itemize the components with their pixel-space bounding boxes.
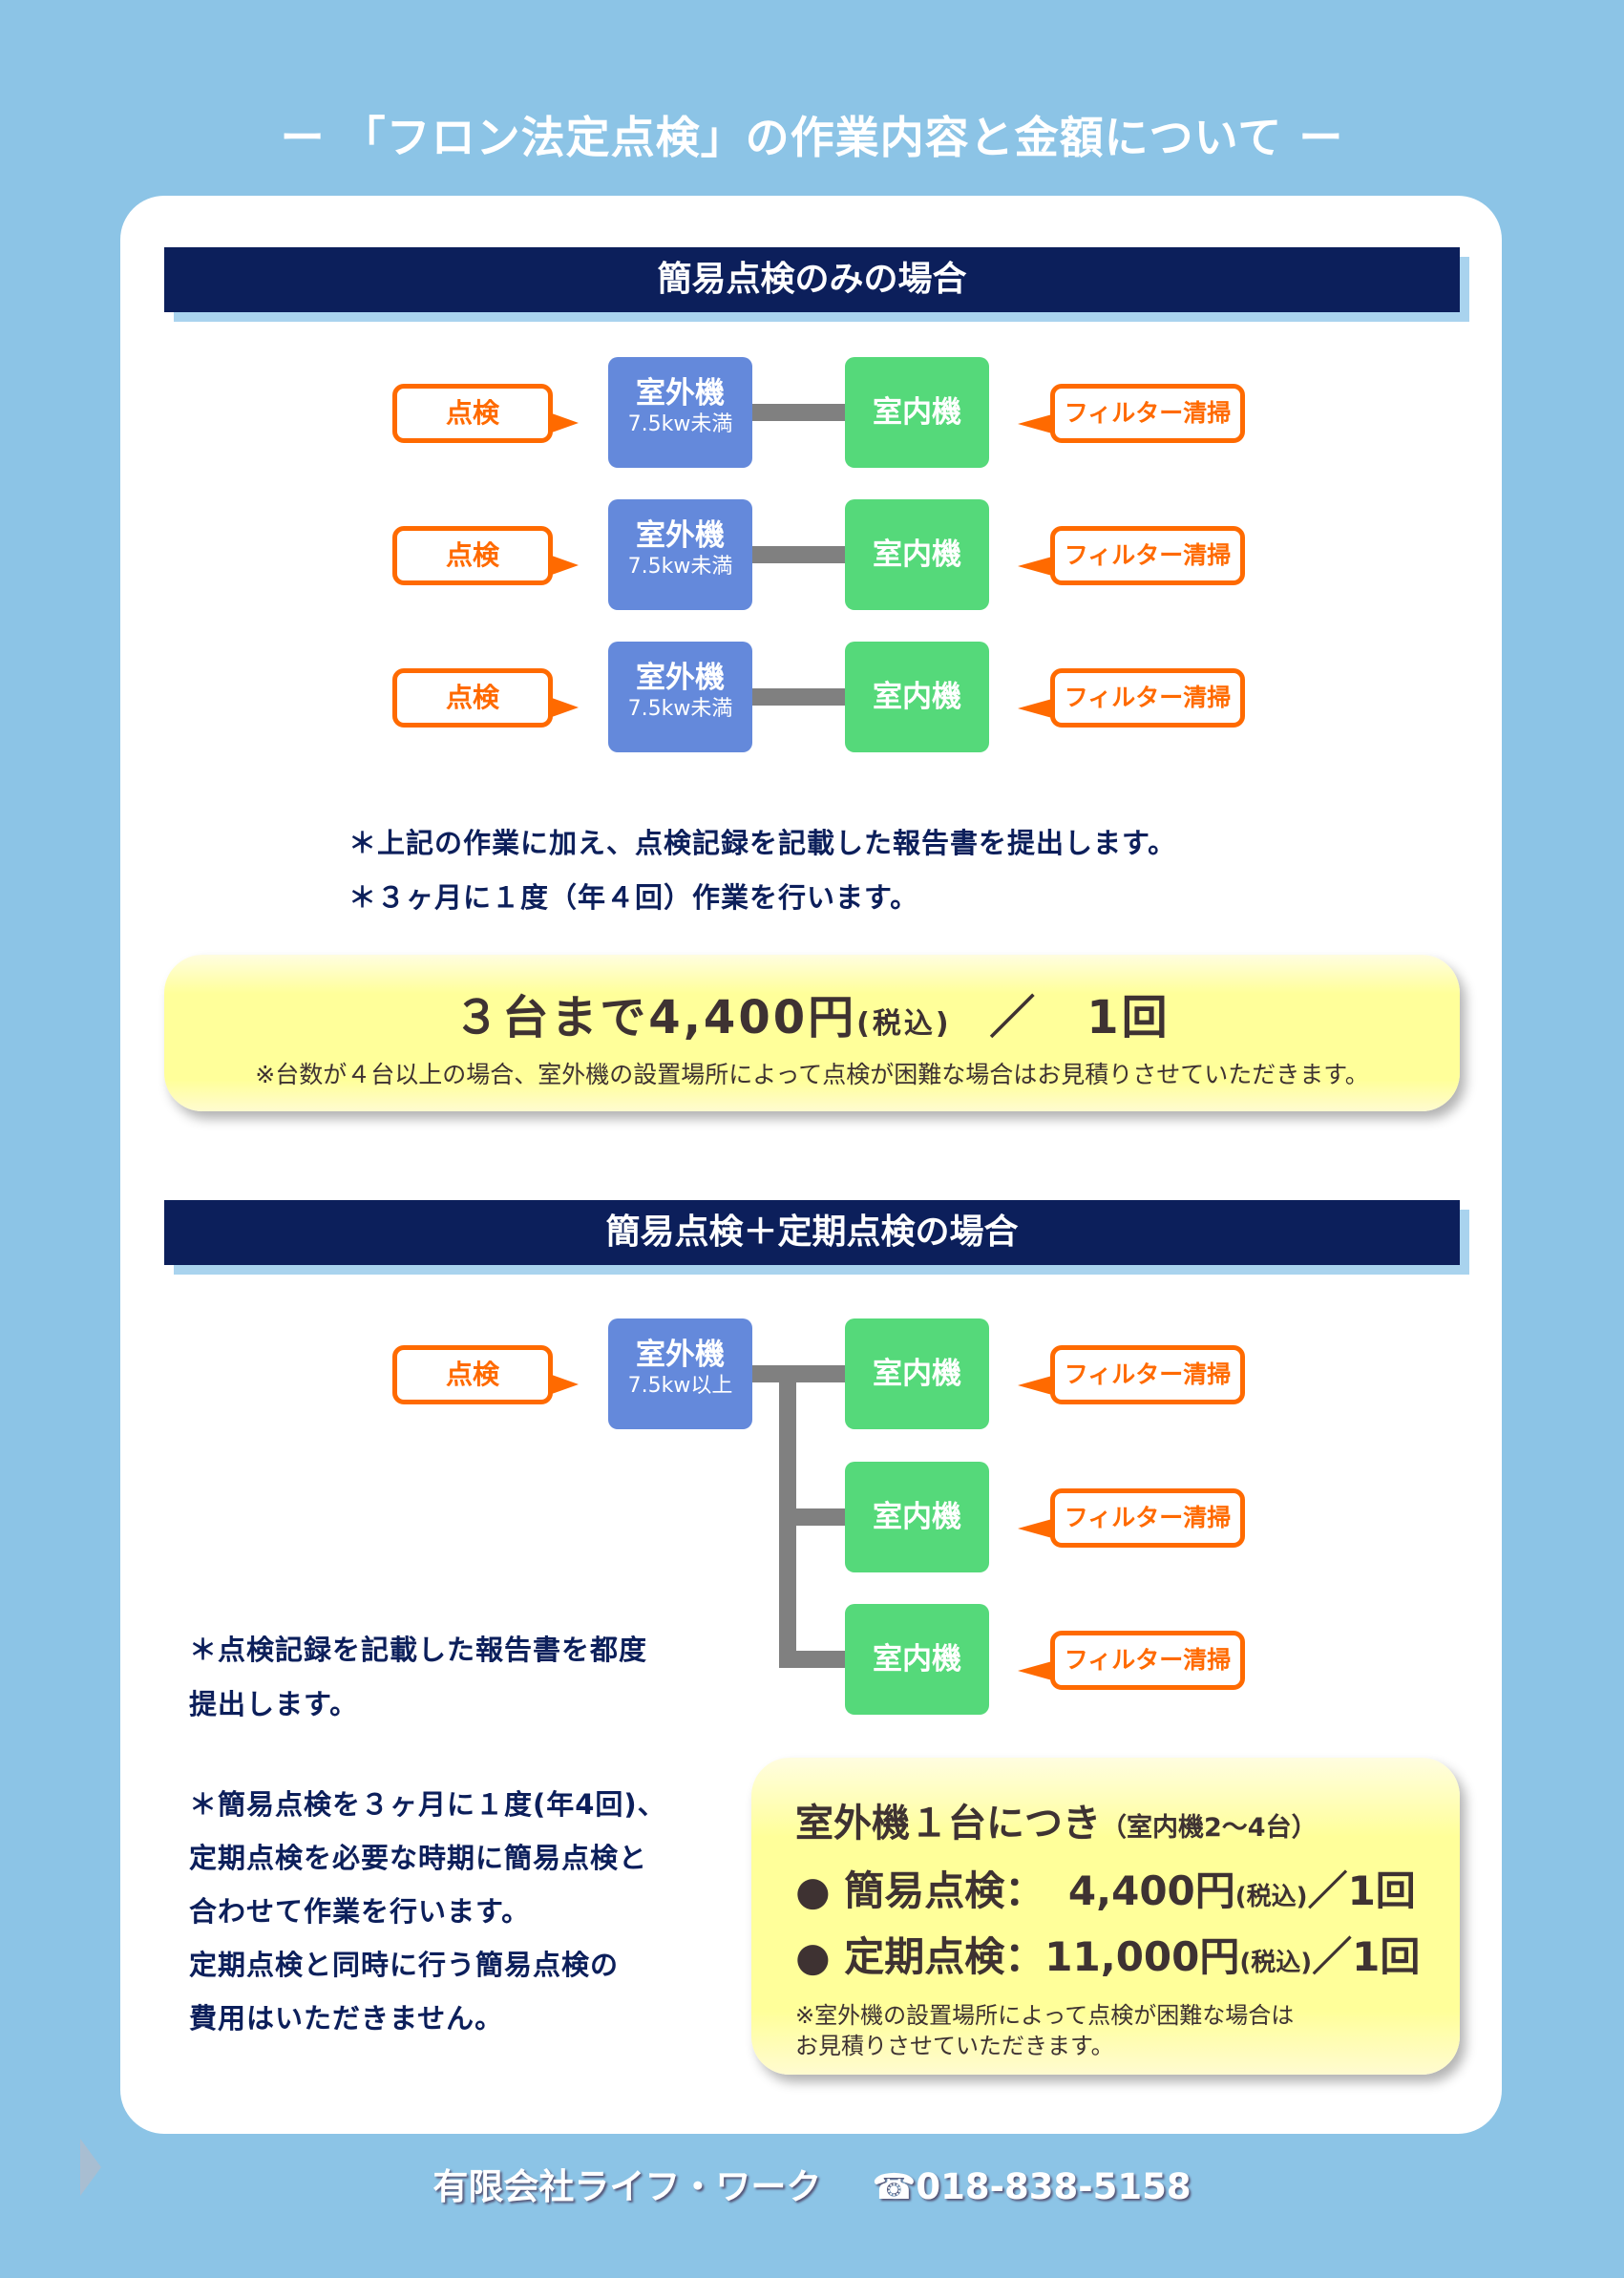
- note-line: 費用はいただきません。: [189, 2002, 504, 2035]
- callout-tail: [1018, 1376, 1052, 1395]
- phone-number: 018-838-5158: [916, 2166, 1192, 2207]
- filter-cleaning-callout: フィルター清掃: [1050, 384, 1245, 443]
- price-per: ／ 1回: [989, 991, 1171, 1044]
- filter-cleaning-callout: フィルター清掃: [1050, 526, 1245, 585]
- outdoor-unit-spec: 7.5kw未満: [627, 555, 733, 579]
- pipe: [752, 1365, 845, 1382]
- outdoor-unit-box: 室外機 7.5kw以上: [608, 1318, 752, 1429]
- section2-note2: ＊簡易点検を３ヶ月に１度(年4回)、 定期点検を必要な時期に簡易点検と 合わせて…: [189, 1778, 666, 2045]
- price-tax: (税込): [1239, 1949, 1313, 1977]
- callout-tail: [1018, 1519, 1052, 1538]
- callout-tail: [1018, 1661, 1052, 1680]
- price-amount: 11,000円: [1044, 1933, 1240, 1980]
- price-heading: 室外機１台につき: [795, 1802, 1101, 1846]
- price-tax: (税込): [1234, 1883, 1308, 1911]
- note-line: 定期点検を必要な時期に簡易点検と: [189, 1842, 648, 1874]
- section2-note1: ＊点検記録を記載した報告書を都度 提出します。: [189, 1623, 647, 1732]
- indoor-unit-box: 室内機: [845, 1318, 989, 1429]
- company-name: 有限会社ライフ・ワーク: [432, 2166, 822, 2207]
- note-line: ＊点検記録を記載した報告書を都度: [189, 1634, 648, 1666]
- pipe: [752, 688, 845, 706]
- price-tax: (税込): [856, 1007, 952, 1041]
- inspection-callout: 点検: [392, 526, 553, 585]
- outdoor-unit-label: 室外機: [636, 1338, 725, 1372]
- outdoor-unit-label: 室外機: [636, 518, 725, 553]
- price-note: お見積りさせていただきます。: [795, 2033, 1114, 2059]
- price-per: ／1回: [1312, 1933, 1421, 1980]
- note-line: ＊簡易点検を３ヶ月に１度(年4回)、: [189, 1788, 666, 1821]
- price-amount: 4,400円: [1067, 1867, 1235, 1914]
- pipe: [752, 546, 845, 563]
- price-per: ／1回: [1307, 1867, 1416, 1914]
- pipe: [779, 1508, 845, 1526]
- price-label: 簡易点検：: [844, 1867, 1045, 1914]
- bullet-icon: ●: [795, 1933, 831, 1980]
- section2-price-box: 室外機１台につき（室内機2～4台） ● 簡易点検： 4,400円(税込)／1回 …: [751, 1758, 1460, 2075]
- page-title: ー 「フロン法定点検」の作業内容と金額について ー: [280, 112, 1344, 163]
- filter-cleaning-callout: フィルター清掃: [1050, 668, 1245, 728]
- price-note: ※台数が４台以上の場合、室外機の設置場所によって点検が困難な場合はお見積りさせて…: [255, 1061, 1369, 1088]
- price-note: ※室外機の設置場所によって点検が困難な場合は: [795, 2002, 1295, 2029]
- callout-tail: [552, 698, 579, 717]
- indoor-unit-box: 室内機: [845, 499, 989, 610]
- section1-note: ＊上記の作業に加え、点検記録を記載した報告書を提出します。: [348, 827, 1177, 859]
- inspection-callout: 点検: [392, 668, 553, 728]
- pipe: [779, 1651, 845, 1668]
- footer: 有限会社ライフ・ワーク ☎018-838-5158: [0, 2158, 1624, 2209]
- outdoor-unit-label: 室外機: [636, 661, 725, 695]
- callout-tail: [1018, 557, 1052, 576]
- note-line: 定期点検と同時に行う簡易点検の: [189, 1949, 620, 1981]
- note-line: 提出します。: [189, 1688, 359, 1720]
- note-line: 合わせて作業を行います。: [189, 1895, 531, 1928]
- indoor-unit-box: 室内機: [845, 1604, 989, 1715]
- bullet-icon: ●: [795, 1867, 831, 1914]
- price-heading-sub: （室内機2～4台）: [1101, 1813, 1318, 1843]
- callout-tail: [552, 413, 579, 432]
- outdoor-unit-label: 室外機: [636, 376, 725, 411]
- inspection-callout: 点検: [392, 1345, 553, 1404]
- inspection-callout: 点検: [392, 384, 553, 443]
- indoor-unit-box: 室内機: [845, 357, 989, 468]
- price-main: ３台まで4,400円: [453, 991, 857, 1044]
- arrow-icon: [80, 2139, 101, 2196]
- callout-tail: [1018, 414, 1052, 433]
- phone-icon: ☎: [872, 2166, 917, 2207]
- callout-tail: [552, 556, 579, 575]
- indoor-unit-box: 室内機: [845, 642, 989, 752]
- pipe: [752, 404, 845, 421]
- section1-note: ＊３ヶ月に１度（年４回）作業を行います。: [348, 881, 919, 914]
- outdoor-unit-spec: 7.5kw未満: [627, 697, 733, 721]
- section1-heading: 簡易点検のみの場合: [164, 247, 1460, 312]
- outdoor-unit-spec: 7.5kw未満: [627, 412, 733, 436]
- price-label: 定期点検：: [844, 1933, 1045, 1980]
- filter-cleaning-callout: フィルター清掃: [1050, 1488, 1245, 1548]
- filter-cleaning-callout: フィルター清掃: [1050, 1631, 1245, 1690]
- section1-price-box: ３台まで4,400円(税込) ／ 1回 ※台数が４台以上の場合、室外機の設置場所…: [164, 955, 1460, 1111]
- callout-tail: [552, 1375, 579, 1394]
- outdoor-unit-spec: 7.5kw以上: [627, 1374, 733, 1398]
- section2-heading: 簡易点検＋定期点検の場合: [164, 1200, 1460, 1265]
- filter-cleaning-callout: フィルター清掃: [1050, 1345, 1245, 1404]
- indoor-unit-box: 室内機: [845, 1462, 989, 1572]
- callout-tail: [1018, 699, 1052, 718]
